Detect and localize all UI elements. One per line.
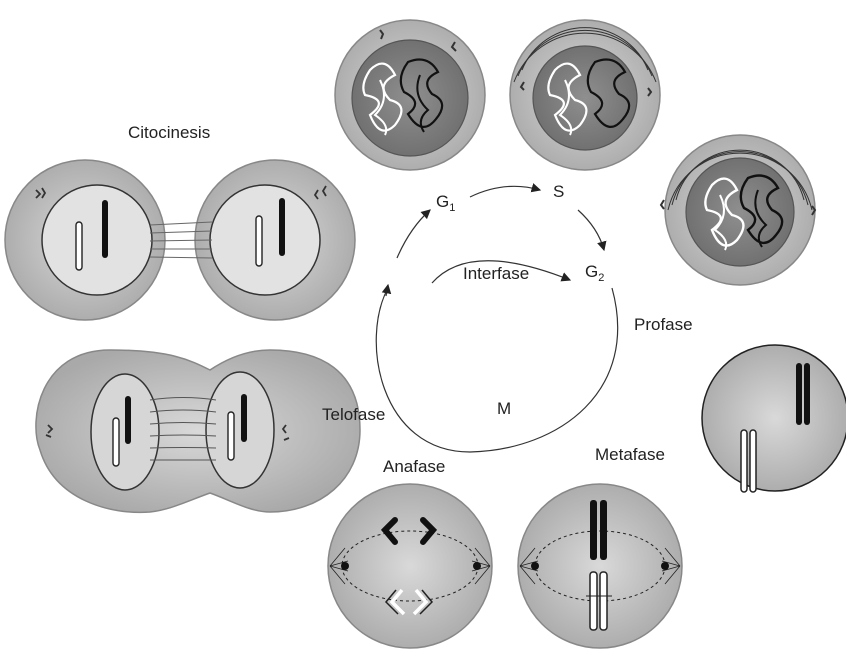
citocinesis-cells xyxy=(5,160,355,320)
metafase-cell-bottom xyxy=(518,484,682,648)
label-g1: G1 xyxy=(436,192,455,214)
arc-g2-to-m-to-g1 xyxy=(376,288,617,452)
label-m: M xyxy=(497,399,511,418)
label-anafase: Anafase xyxy=(383,457,445,476)
g1-cell xyxy=(335,20,485,170)
label-g1-subscript: 1 xyxy=(449,202,455,214)
label-profase: Profase xyxy=(634,315,693,334)
label-g2-subscript: 2 xyxy=(598,272,604,284)
g2-cell xyxy=(661,135,815,285)
label-telofase: Telofase xyxy=(322,405,385,424)
label-citocinesis: Citocinesis xyxy=(128,123,210,142)
anafase-cell xyxy=(328,484,492,648)
label-g1-letter: G xyxy=(436,192,449,211)
arc-g1-to-s xyxy=(470,186,540,197)
label-g2: G2 xyxy=(585,262,604,284)
label-g2-letter: G xyxy=(585,262,598,281)
s-cell xyxy=(510,20,660,170)
label-interfase: Interfase xyxy=(463,264,529,283)
arc-into-g1 xyxy=(397,210,430,258)
arc-s-to-g2 xyxy=(578,210,604,250)
telofase-cell xyxy=(36,350,360,512)
label-s: S xyxy=(553,182,564,201)
label-metafase: Metafase xyxy=(595,445,665,464)
metafase-cell-right xyxy=(702,345,846,492)
